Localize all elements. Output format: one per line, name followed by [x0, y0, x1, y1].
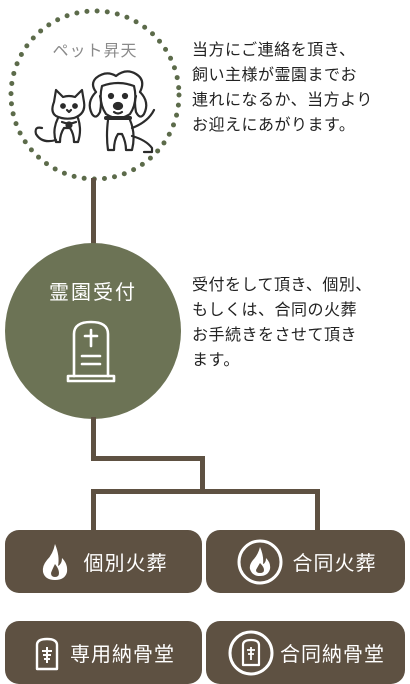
joint-cremation-label: 合同火葬 [292, 551, 377, 575]
connector-line [91, 456, 205, 461]
step1-description-line: 飼い主様が霊園までお [192, 65, 358, 84]
connector-line [91, 489, 96, 531]
connector-line [315, 489, 320, 531]
joint-ossuary-button[interactable]: 合同納骨堂 [206, 621, 405, 684]
tombstone-icon [66, 320, 116, 383]
individual-cremation-label: 個別火葬 [83, 551, 168, 575]
joint-cremation-button[interactable]: 合同火葬 [206, 530, 405, 593]
joint-ossuary-label: 合同納骨堂 [280, 642, 385, 666]
step1-title: ペット昇天 [52, 41, 138, 60]
step1-description-line: 当方にご連絡を頂き、 [192, 40, 356, 59]
urn-circle-icon [228, 630, 274, 675]
step2-description-line: お手続きをさせて頂き [192, 325, 358, 344]
step2-description-line: ます。 [192, 350, 240, 369]
flame-icon [42, 543, 67, 580]
dog-icon [88, 70, 156, 154]
step2-description-line: 受付をして頂き、個別、 [192, 275, 372, 294]
private-ossuary-label: 専用納骨堂 [70, 642, 175, 666]
reception-circle [5, 243, 181, 419]
connector-line [91, 178, 96, 245]
connector-line [91, 417, 96, 461]
step1-description-line: 連れになるか、当方より [192, 90, 373, 109]
step2-description-line: もしくは、合同の火葬 [192, 300, 358, 319]
flame-circle-icon [237, 539, 282, 584]
individual-cremation-button[interactable]: 個別火葬 [5, 530, 202, 593]
step1-description: 当方にご連絡を頂き、 飼い主様が霊園までお 連れになるか、当方より お迎えにあが… [192, 37, 404, 137]
connector-line [91, 489, 320, 494]
step2-description: 受付をして頂き、個別、 もしくは、合同の火葬 お手続きをさせて頂き ます。 [192, 272, 404, 372]
cat-and-dog-icon [34, 70, 156, 154]
connector-line [200, 456, 205, 491]
step1-description-line: お迎えにあがります。 [192, 115, 356, 134]
step2-title: 霊園受付 [49, 280, 137, 304]
cat-icon [34, 88, 86, 144]
urn-icon [35, 637, 59, 670]
private-ossuary-button[interactable]: 専用納骨堂 [5, 621, 202, 684]
